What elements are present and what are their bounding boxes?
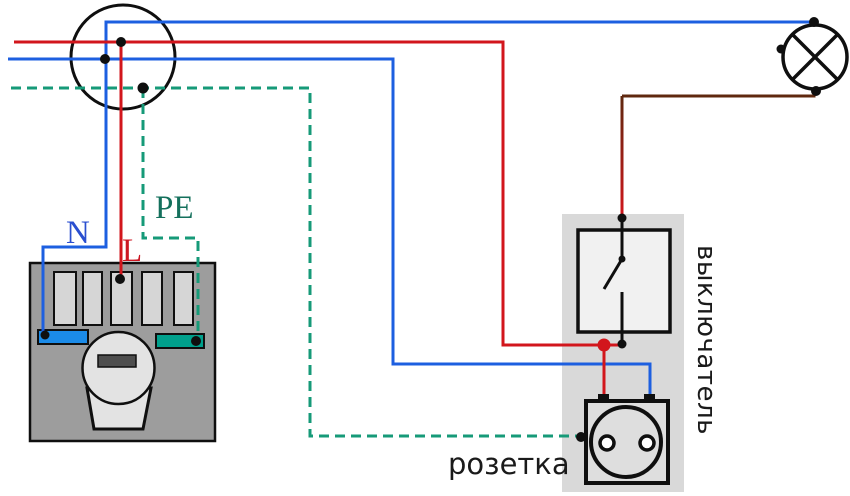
meter-terminal-slot [173, 271, 194, 326]
socket-terminal-line [598, 394, 609, 402]
meter-terminal-slot [53, 271, 77, 326]
switch-terminal-bottom [617, 339, 627, 349]
electric-meter-icon [28, 261, 217, 443]
line-wire-main [14, 40, 622, 347]
meter-terminal-slot [141, 271, 163, 326]
switch-blade [602, 258, 624, 290]
connection-dots [40, 17, 821, 442]
lamp-cross-2 [791, 33, 839, 81]
switch-box [576, 228, 672, 334]
socket-hole-left [598, 434, 616, 452]
meter-line-dot [115, 274, 125, 284]
lamp-dot-top [809, 17, 819, 27]
neutral-wire-lamp-meter-branch [41, 20, 814, 333]
switch-pivot-dot [618, 255, 626, 263]
socket-label: розетка [448, 447, 570, 481]
meter-earth-dot [191, 336, 201, 346]
switch-icon [576, 218, 672, 345]
line-junction-dot [597, 338, 611, 352]
lamp-dot-left [776, 44, 786, 54]
meter-neutral-dot [40, 330, 50, 340]
lamp-dot-bottom [811, 86, 821, 96]
earth-label: PE [155, 190, 194, 226]
earth-wire-meter-branch [141, 88, 200, 338]
lamp-icon [781, 23, 849, 91]
line-label: L [122, 233, 142, 269]
junction-dot-line [116, 37, 126, 47]
socket-terminal-neutral [644, 394, 655, 402]
junction-box-icon [69, 3, 177, 111]
switch-label: выключатель [691, 245, 721, 435]
lamp-wire-horizontal [622, 91, 816, 98]
meter-neutral-bar [37, 329, 89, 345]
meter-dial [81, 330, 156, 406]
meter-earth-bar [155, 333, 205, 349]
neutral-wire-main [8, 57, 652, 398]
meter-terminal-slot [82, 271, 103, 326]
junction-dot-neutral [100, 54, 110, 64]
socket-face [589, 405, 663, 479]
earth-wire-main [11, 86, 578, 438]
junction-dot-earth [137, 82, 149, 94]
meter-dial-window [97, 354, 137, 368]
switch-terminal-top [617, 213, 627, 223]
neutral-label: N [66, 215, 90, 251]
socket-hole-right [638, 434, 656, 452]
socket-earth-terminal [576, 432, 586, 442]
socket-icon [584, 394, 670, 485]
